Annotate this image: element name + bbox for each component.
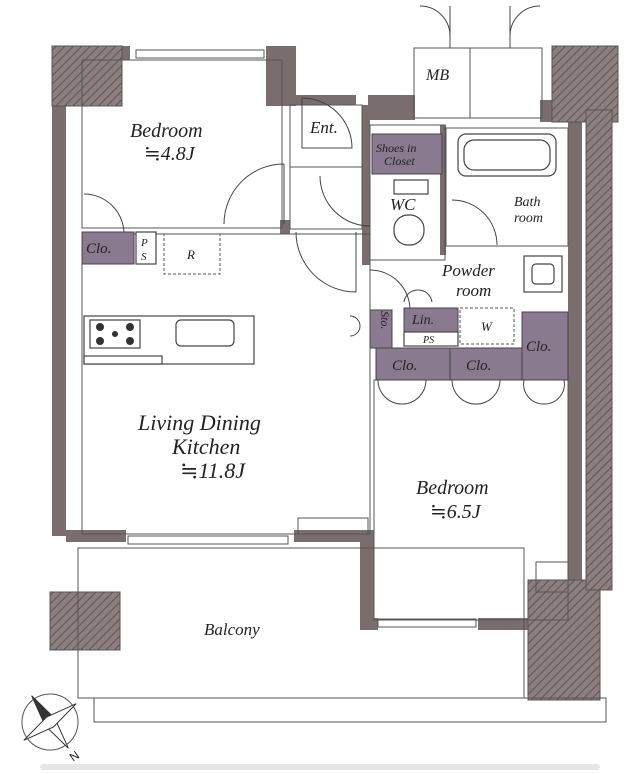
compass-icon: N	[21, 693, 82, 764]
closet-b-label: Clo.	[466, 358, 491, 374]
closet-a-label: Clo.	[392, 358, 417, 374]
storage	[81, 133, 569, 381]
powder-room-line1: Powder	[441, 261, 495, 280]
closet-c	[521, 311, 569, 381]
ps-left-s: S	[141, 251, 147, 263]
bedroom2-size: ≒6.5J	[430, 501, 482, 523]
closet-left	[81, 231, 135, 265]
ldk-line2: Kitchen	[171, 434, 240, 459]
wc-label: WC	[390, 195, 416, 214]
shoes-closet-line1: Shoes in	[376, 141, 416, 155]
compass-north: N	[67, 748, 82, 764]
closet-c-label: Clo.	[526, 339, 551, 355]
bottom-scroll-bar	[40, 764, 600, 770]
ps-left-p: P	[140, 237, 148, 249]
interior-lines	[77, 47, 607, 723]
bedroom1-size: ≒4.8J	[144, 143, 196, 165]
closet-left-label: Clo.	[86, 241, 111, 257]
labels: Bedroom ≒4.8J Ent. Shoes in Closet WC Ba…	[86, 67, 551, 639]
fixtures	[83, 133, 563, 365]
linen-label: Lin.	[411, 313, 434, 328]
shoes-closet-box	[371, 133, 443, 175]
ps-left-box	[135, 231, 157, 265]
shoes-closet-line2: Closet	[384, 154, 415, 168]
closet-a	[375, 347, 451, 381]
bedroom1-name: Bedroom	[130, 120, 203, 142]
sto-box	[369, 309, 393, 349]
structural-columns	[49, 45, 619, 701]
fridge-label: R	[186, 247, 195, 262]
linen-box	[403, 307, 459, 333]
powder-room-line2: room	[456, 281, 491, 300]
entrance-label: Ent.	[309, 118, 338, 137]
sto-label: Sto.	[378, 311, 392, 329]
ps-mid-label: PS	[422, 335, 434, 346]
ps-mid-box	[403, 331, 459, 347]
bedroom2-name: Bedroom	[416, 477, 489, 499]
bathroom-line1: Bath	[514, 195, 540, 210]
bathroom-line2: room	[514, 211, 543, 226]
mb-label: MB	[425, 67, 449, 84]
balcony-label: Balcony	[204, 620, 260, 639]
ldk-line1: Living Dining	[137, 410, 261, 435]
ldk-size: ≒11.8J	[180, 458, 246, 483]
doors	[83, 5, 565, 405]
wash-label: W	[481, 319, 493, 334]
